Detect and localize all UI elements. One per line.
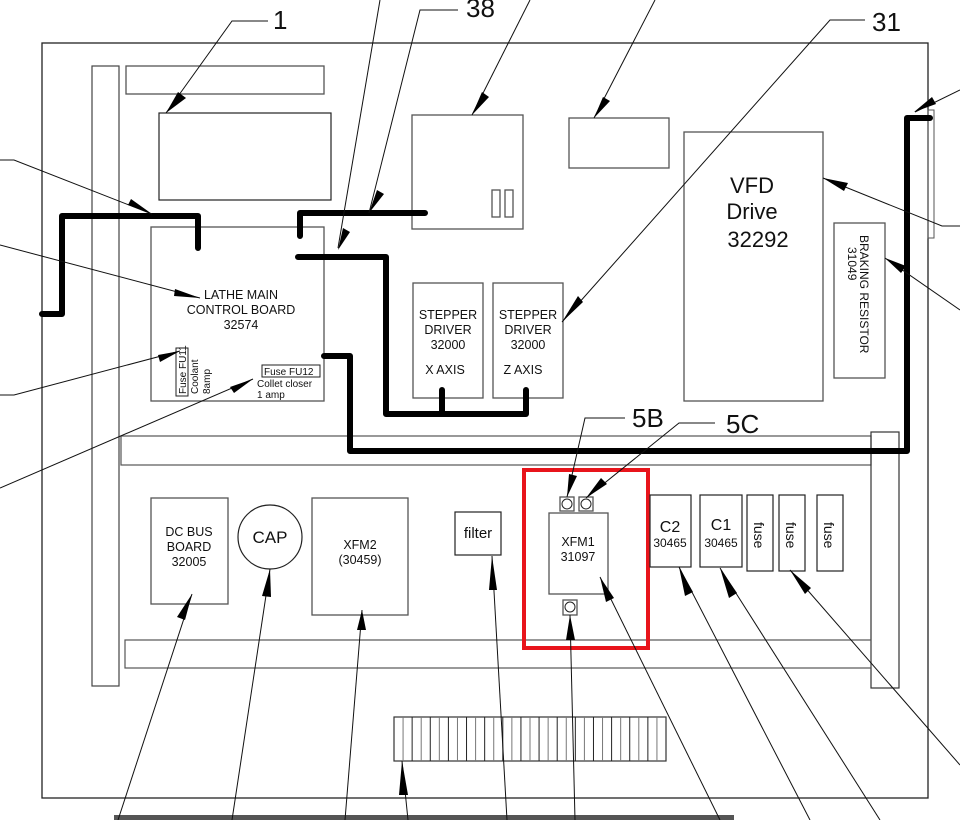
bottom-cover-edge: [114, 815, 734, 820]
callout-31: 31: [872, 7, 901, 37]
c1-label: C1: [711, 517, 732, 534]
stepper-driver-x: STEPPER DRIVER 32000 X AXIS: [412, 282, 484, 399]
fuse-2: fuse: [778, 494, 806, 572]
xfm1-part: 31097: [561, 550, 596, 564]
stepper-z-line1: STEPPER: [499, 308, 557, 322]
callout-38: 38: [466, 0, 495, 23]
vfd-drive: VFD Drive 32292: [683, 131, 824, 402]
callout-1: 1: [273, 5, 287, 35]
terminal-strip: [393, 716, 667, 762]
braking-resistor: BRAKING RESISTOR 31049: [833, 222, 886, 379]
xfm1-label: XFM1: [561, 535, 594, 549]
stepper-z-line2: DRIVER: [504, 323, 551, 337]
left-rail: [91, 65, 120, 687]
vfd-line2: Drive: [726, 199, 777, 224]
right-edge-strip: [927, 109, 935, 239]
xfm1-highlight-frame: [522, 468, 650, 650]
stepper-z-axis: Z AXIS: [504, 363, 543, 377]
cap-label: CAP: [253, 528, 288, 547]
lathe-main-control-board: LATHE MAIN CONTROL BOARD 32574 Fuse FU11…: [150, 226, 325, 402]
dc-bus-line1: DC BUS: [165, 525, 212, 539]
dc-bus-line2: BOARD: [167, 540, 211, 554]
relay-box: [568, 117, 670, 169]
stepper-x-axis: X AXIS: [425, 363, 465, 377]
callout-5b: 5B: [632, 403, 664, 433]
c2-label: C2: [660, 519, 681, 536]
xfm2-label: XFM2: [343, 538, 376, 552]
fuse-fu11-desc: Coolant: [190, 359, 201, 394]
fuse-1: fuse: [746, 494, 774, 572]
braking-resistor-part: 31049: [845, 247, 859, 281]
terminal-block-2: [504, 189, 514, 218]
stepper-z-part: 32000: [511, 338, 546, 352]
fuse-2-label: fuse: [783, 522, 799, 549]
braking-resistor-label: BRAKING RESISTOR: [857, 235, 871, 354]
cabinet-outline: [41, 42, 929, 799]
stepper-x-line2: DRIVER: [424, 323, 471, 337]
vfd-part: 32292: [727, 227, 788, 252]
fuse-fu11-rating: 8amp: [202, 369, 213, 394]
callout-5c: 5C: [726, 409, 759, 439]
dc-bus-board: DC BUS BOARD 32005: [150, 497, 229, 605]
right-rail: [870, 431, 900, 689]
xfm2-part: (30459): [338, 553, 381, 567]
capacitor: CAP: [237, 504, 303, 570]
c1-part: 30465: [704, 536, 738, 550]
fuse-fu12-desc: Collet closer: [257, 379, 313, 390]
top-bracket: [125, 65, 325, 95]
main-board-part: 32574: [224, 318, 259, 332]
fuse-1-label: fuse: [751, 522, 767, 549]
stepper-x-line1: STEPPER: [419, 308, 477, 322]
capacitor-c2: C2 30465: [649, 494, 692, 568]
main-board-line2: CONTROL BOARD: [187, 303, 296, 317]
terminal-block-1: [491, 189, 501, 218]
c2-part: 30465: [653, 536, 687, 550]
vfd-line1: VFD: [730, 173, 774, 198]
filter-label: filter: [464, 525, 492, 542]
fuse-fu12-rating: 1 amp: [257, 390, 285, 401]
fuse-fu11-label: Fuse FU11: [178, 345, 189, 394]
stepper-x-part: 32000: [431, 338, 466, 352]
transformer-xfm2: XFM2 (30459): [311, 497, 409, 616]
fuse-fu12-label: Fuse FU12: [264, 367, 314, 378]
stepper-driver-z: STEPPER DRIVER 32000 Z AXIS: [492, 282, 564, 399]
component-1-box: [158, 112, 332, 201]
main-board-line1: LATHE MAIN: [204, 288, 278, 302]
transformer-xfm1: XFM1 31097: [548, 496, 609, 616]
wiring-harness: [39, 115, 933, 454]
dc-bus-part: 32005: [172, 555, 207, 569]
capacitor-c1: C1 30465: [699, 494, 743, 568]
fuse-3-label: fuse: [821, 522, 837, 549]
filter: filter: [454, 511, 502, 556]
fuse-3: fuse: [816, 494, 844, 572]
